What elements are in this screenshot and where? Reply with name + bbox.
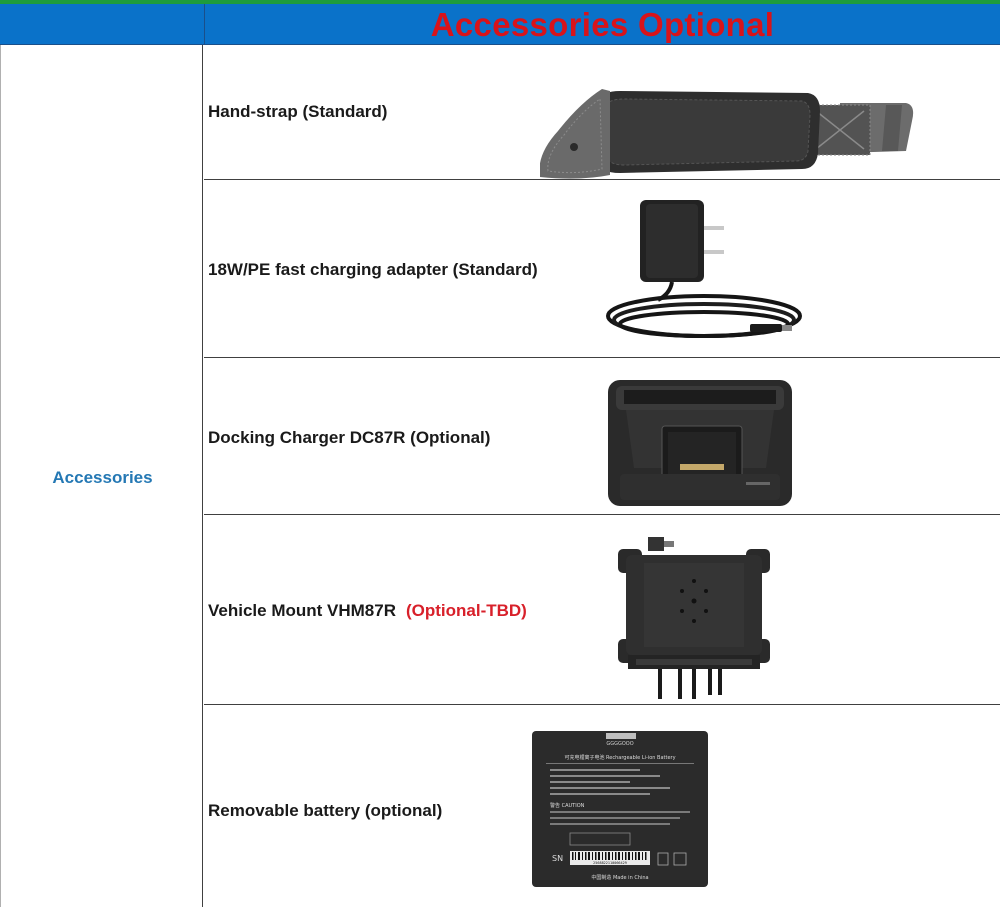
battery-sn: SN (552, 854, 563, 863)
battery-image: GGGGOOO 可充电锂离子电池 Rechargeable Li-ion Bat… (532, 731, 708, 887)
battery-title: 可充电锂离子电池 Rechargeable Li-ion Battery (564, 754, 675, 761)
svg-text:GGGGOOO: GGGGOOO (606, 741, 633, 747)
table-row-charging-adapter: 18W/PE fast charging adapter (Standard) (204, 180, 1000, 358)
vehicle-mount-image (618, 537, 770, 699)
item-note: (Optional-TBD) (405, 601, 527, 620)
item-label: Removable battery (optional) (208, 801, 443, 820)
item-label: 18W/PE fast charging adapter (Standard) (208, 260, 538, 279)
table-row-hand-strap: Hand-strap (Standard) (204, 45, 1000, 180)
page-title: Accessories Optional (430, 6, 775, 43)
docking-charger-image (608, 380, 792, 506)
battery-caution: 警告 CAUTION (550, 802, 585, 809)
category-label: Accessories (52, 468, 153, 487)
item-label: Hand-strap (Standard) (208, 102, 388, 121)
item-label: Docking Charger DC87R (Optional) (208, 428, 491, 447)
category-cell: Accessories (0, 45, 203, 907)
battery-made-in: 中国制造 Made in China (591, 874, 648, 881)
item-label: Vehicle Mount VHM87R (Optional-TBD) (208, 601, 527, 621)
battery-barcode-number: 2568822110066429 (593, 861, 627, 865)
item-name: Vehicle Mount VHM87R (208, 601, 396, 620)
accessories-table: Accessories Hand-strap (Standard) 18W/PE… (0, 45, 1000, 907)
top-accent-line (0, 0, 1000, 4)
table-row-battery: Removable battery (optional) GGGGOOO 可充电… (204, 705, 1000, 907)
table-row-docking-charger: Docking Charger DC87R (Optional) (204, 358, 1000, 515)
table-header: Accessories Optional (0, 4, 1000, 45)
charging-adapter-image (606, 200, 802, 338)
table-row-vehicle-mount: Vehicle Mount VHM87R (Optional-TBD) (204, 515, 1000, 705)
hand-strap-image (540, 89, 914, 179)
header-left-cell (0, 4, 205, 44)
